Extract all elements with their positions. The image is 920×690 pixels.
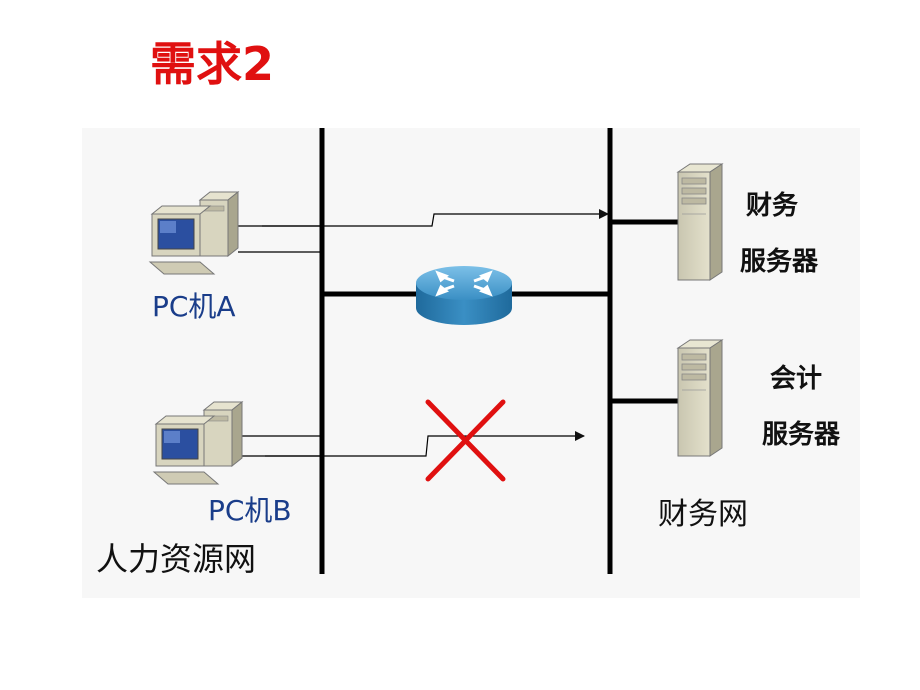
accounting-server-icon	[676, 339, 724, 457]
finance-server-icon	[676, 163, 724, 281]
finance-server-label-line2: 服务器	[740, 247, 819, 277]
finance-server-label-line1: 财务	[746, 191, 798, 221]
router-icon	[416, 266, 512, 325]
pc-a-icon	[148, 190, 240, 275]
pc-b-blocked-path	[265, 431, 585, 457]
hr-network-label: 人力资源网	[96, 540, 256, 578]
x-mark-icon	[425, 399, 506, 482]
pc-b-label: PC机B	[208, 494, 292, 527]
accounting-server-label-line1: 会计	[770, 364, 822, 394]
pc-b-icon	[152, 400, 244, 485]
finance-network-label: 财务网	[658, 497, 748, 532]
accounting-server-label-line2: 服务器	[762, 420, 841, 450]
pc-a-allowed-path	[262, 209, 609, 227]
page-title: 需求2	[150, 37, 275, 91]
pc-a-label: PC机A	[152, 290, 236, 323]
